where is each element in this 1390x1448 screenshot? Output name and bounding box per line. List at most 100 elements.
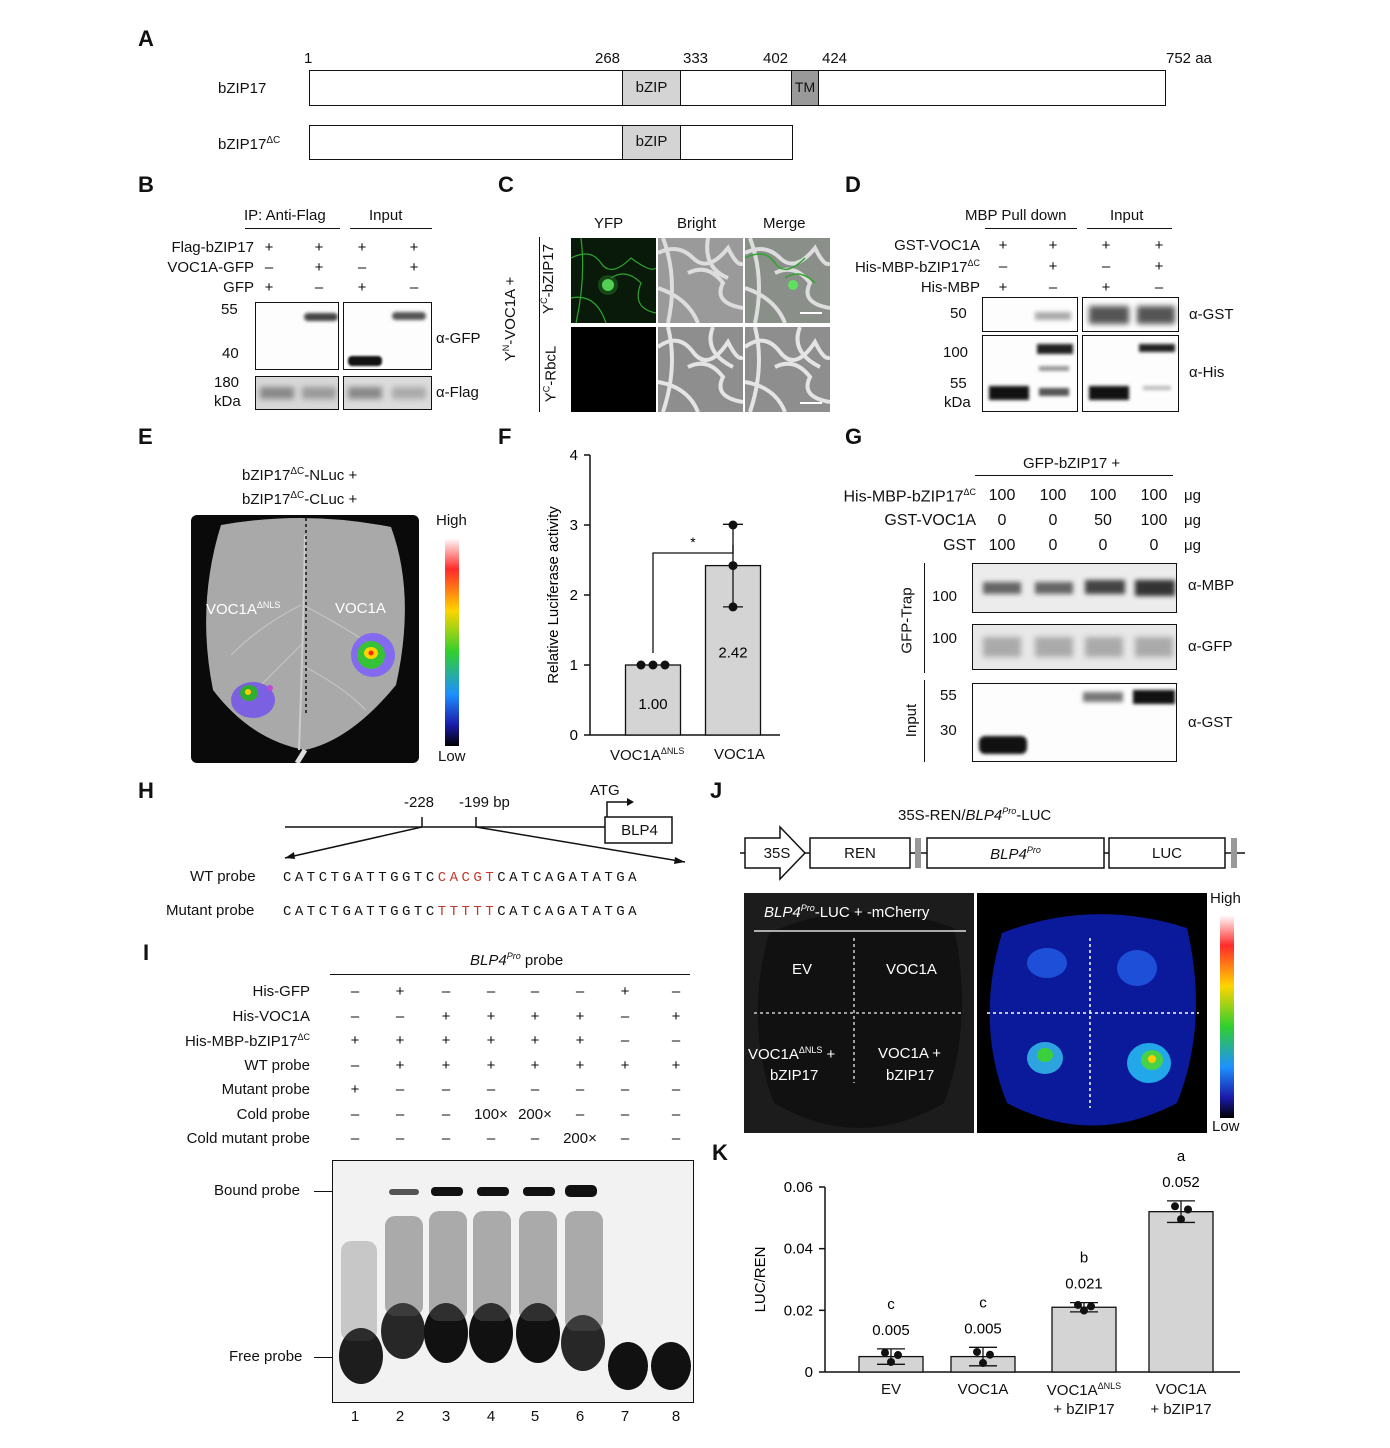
panel-label-b: B [138, 172, 154, 197]
k-letter: c [979, 1294, 987, 1311]
k-point [979, 1359, 987, 1368]
i-row-label: His-GFP [252, 983, 311, 1000]
j-blp4pro: BLP4Pro [990, 845, 1041, 863]
img-merge-bzip17 [745, 238, 830, 323]
f-y-tick-label: 3 [570, 517, 578, 534]
input-underline-d [1087, 228, 1172, 229]
j-35s: 35S [763, 845, 791, 862]
tick-402: 402 [763, 50, 789, 67]
e-colorbar [445, 538, 459, 746]
i-row-sign: – [671, 1130, 681, 1147]
d-row-sign: + [998, 279, 1008, 296]
d-row-sign: + [1101, 237, 1111, 254]
g-row-value: 100 [988, 537, 1016, 554]
g-trap-bracket [924, 563, 925, 673]
i-row-sign: + [486, 1056, 496, 1074]
i-title: BLP4Pro probe [470, 951, 564, 969]
mw-55-g: 55 [940, 687, 957, 704]
d-row-sign: + [1154, 258, 1164, 275]
g-row-value: 0 [997, 512, 1007, 529]
j-q-voc1a-plus: VOC1A + [878, 1045, 941, 1062]
g-row-value: 100 [1140, 487, 1168, 504]
d-row-sign: + [1048, 237, 1058, 254]
i-lane-number: 6 [575, 1408, 585, 1425]
k-bar [1148, 1211, 1214, 1373]
d-row-sign: – [1154, 279, 1164, 296]
panel-label-j: J [710, 778, 723, 803]
f-xlabel-1: VOC1AΔNLS [610, 746, 685, 764]
d-row-sign: – [1101, 258, 1111, 275]
i-row-sign: – [395, 1007, 405, 1025]
i-row-sign: – [441, 983, 451, 1000]
d-row-label: His-MBP [920, 279, 980, 296]
f-point [728, 520, 738, 530]
i-lane-number: 2 [395, 1408, 405, 1425]
b-row-sign: + [409, 239, 419, 256]
panel-label-k: K [712, 1140, 728, 1165]
i-row-sign: – [620, 1007, 630, 1025]
mw-40-b: 40 [222, 345, 239, 362]
e-line1: bZIP17ΔC-NLuc + [242, 466, 358, 484]
k-value-label: 0.021 [1065, 1276, 1103, 1293]
k-y-tick-label: 0 [805, 1364, 813, 1381]
c-row1-label: YC-bZIP17 [538, 244, 557, 314]
i-row-sign: – [486, 983, 496, 1000]
j-luc: LUC [1151, 845, 1182, 862]
f-y-label: Relative Luciferase activity [545, 506, 562, 684]
i-lane-number: 5 [530, 1408, 540, 1425]
g-row-value: 50 [1094, 512, 1112, 529]
blot-b-input-flag [343, 376, 432, 410]
mw-100-g2: 100 [932, 630, 958, 647]
kda-d: kDa [944, 394, 971, 411]
ab-gst-d: α-GST [1189, 306, 1234, 323]
h-blp4: BLP4 [621, 822, 658, 839]
i-row-sign: – [620, 1130, 630, 1147]
j-leaf-title: BLP4Pro-LUC + -mCherry [764, 903, 930, 921]
d-row-sign: + [1048, 258, 1058, 275]
j-construct-diagram [740, 825, 1245, 881]
i-row-sign: – [395, 1081, 405, 1098]
j-q-ev: EV [792, 961, 813, 978]
k-point [1080, 1306, 1088, 1315]
b-row-sign: – [357, 259, 367, 276]
blot-g-mbp [972, 563, 1177, 613]
f-y-tick-label: 0 [570, 727, 578, 744]
ip-anti-flag: IP: Anti-Flag [244, 207, 326, 224]
k-value-label: 0.052 [1162, 1174, 1200, 1191]
j-colorbar [1220, 915, 1234, 1118]
f-point [636, 660, 646, 670]
panel-label-c: C [498, 172, 514, 197]
blot-b-ip-gfp [255, 302, 339, 370]
b-row-sign: + [314, 259, 324, 276]
blot-g-gfp [972, 624, 1177, 670]
i-bound-tick [314, 1191, 332, 1192]
i-row-sign: – [350, 1105, 360, 1123]
f-point [728, 561, 738, 571]
k-xlabel-voc1a-2: VOC1A [1155, 1381, 1207, 1398]
ip-underline [245, 228, 340, 229]
k-point [1177, 1215, 1185, 1224]
e-low: Low [438, 748, 466, 765]
i-row-sign: + [530, 1032, 540, 1049]
i-row-sign: – [575, 1105, 585, 1123]
f-bar [624, 664, 682, 736]
kda-b: kDa [214, 393, 241, 410]
b-row-sign: – [409, 279, 419, 296]
k-bar [1051, 1306, 1117, 1373]
panel-label-a: A [138, 26, 154, 51]
b-row-sign: + [264, 279, 274, 296]
f-value-label: 2.42 [718, 645, 747, 662]
i-row-sign: + [486, 1007, 496, 1025]
i-row-sign: – [441, 1081, 451, 1098]
img-yfp-bzip17 [571, 238, 656, 323]
f-y-tick-label: 4 [570, 447, 578, 464]
i-row-sign: – [671, 1032, 681, 1049]
j-q-bzip17-b: bZIP17 [886, 1067, 935, 1084]
tick-268: 268 [595, 50, 621, 67]
i-row-sign: 200× [518, 1105, 552, 1123]
k-letter: a [1177, 1148, 1186, 1165]
f-point [728, 602, 738, 612]
k-xlabel-voc1a: VOC1A [957, 1381, 1009, 1398]
j-ren: REN [844, 845, 876, 862]
g-row-label: GST [943, 537, 976, 554]
